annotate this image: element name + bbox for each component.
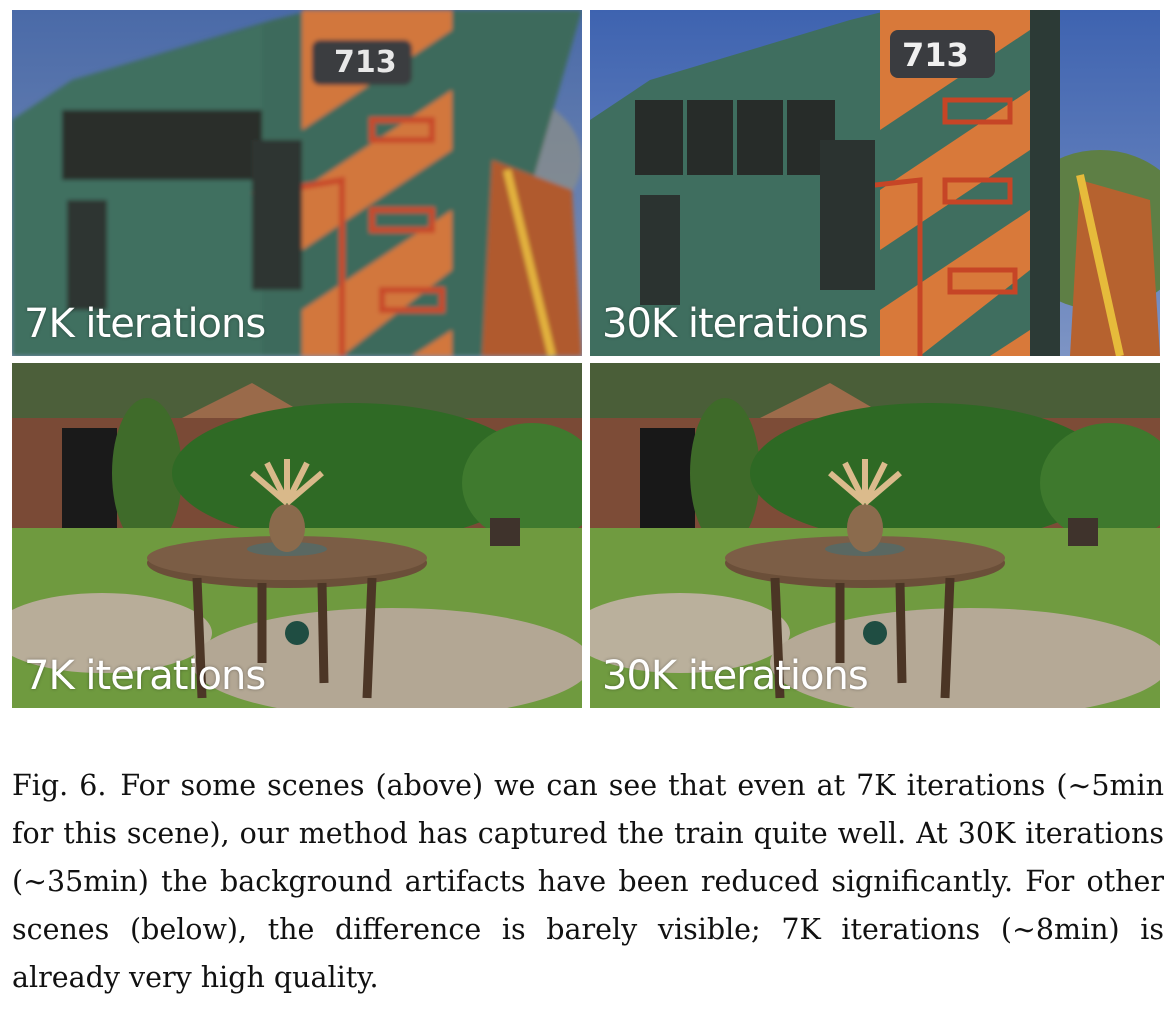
train-number-plate: 713 bbox=[334, 45, 397, 80]
caption-text: For some scenes (above) we can see that … bbox=[12, 769, 1164, 994]
train-7k-image: 713 7K iterations bbox=[12, 10, 582, 356]
garden-illustration bbox=[590, 363, 1160, 708]
iteration-label-garden-30k: 30K iterations bbox=[602, 653, 869, 699]
train-illustration: 713 bbox=[12, 10, 582, 356]
figure-number: Fig. 6. bbox=[12, 769, 107, 802]
train-illustration: 713 bbox=[590, 10, 1160, 356]
train-number-plate: 713 bbox=[902, 36, 969, 74]
train-30k-image: 713 30K iterations bbox=[590, 10, 1160, 356]
figure-caption: Fig. 6.For some scenes (above) we can se… bbox=[12, 762, 1164, 1002]
garden-30k-image: 30K iterations bbox=[590, 363, 1160, 708]
garden-illustration bbox=[12, 363, 582, 708]
iteration-label-train-7k: 7K iterations bbox=[24, 301, 266, 347]
iteration-label-garden-7k: 7K iterations bbox=[24, 653, 266, 699]
iteration-label-train-30k: 30K iterations bbox=[602, 301, 869, 347]
garden-7k-image: 7K iterations bbox=[12, 363, 582, 708]
